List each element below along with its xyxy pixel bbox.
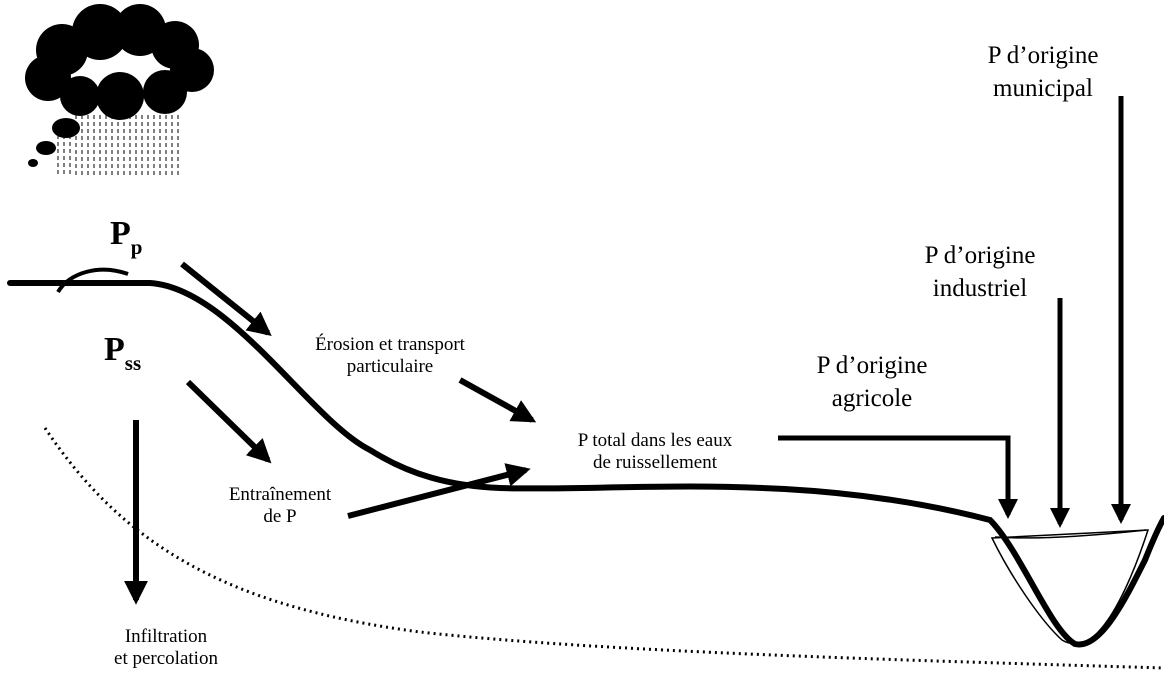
ridge-hump (56, 267, 129, 294)
stream-water (990, 529, 1150, 645)
agricole-source-arrow (778, 435, 1018, 519)
industriel-label: P d’origine industriel (924, 242, 1036, 302)
pp-label: Pp (110, 215, 143, 259)
pss-label: Pss (104, 331, 142, 375)
stream-surface (994, 529, 1147, 539)
municipal-label: P d’origine municipal (987, 42, 1099, 102)
runoff-arrow (347, 463, 531, 519)
transport-arrow (458, 377, 537, 423)
erosion-label: Érosion et transport particulaire (315, 334, 465, 378)
rain-cloud-icon (25, 4, 214, 177)
entrainement-label: Entraînement de P (228, 484, 332, 528)
entrainement-arrow (185, 379, 272, 464)
infiltration-label: Infiltration et percolation (114, 626, 218, 670)
agricole-label: P d’origine agricole (816, 352, 928, 412)
ptotal-label: P total dans les eaux de ruissellement (577, 430, 733, 474)
water-table-line (43, 427, 1164, 670)
erosion-arrow (180, 261, 272, 337)
ground-surface-line (7, 280, 1164, 648)
